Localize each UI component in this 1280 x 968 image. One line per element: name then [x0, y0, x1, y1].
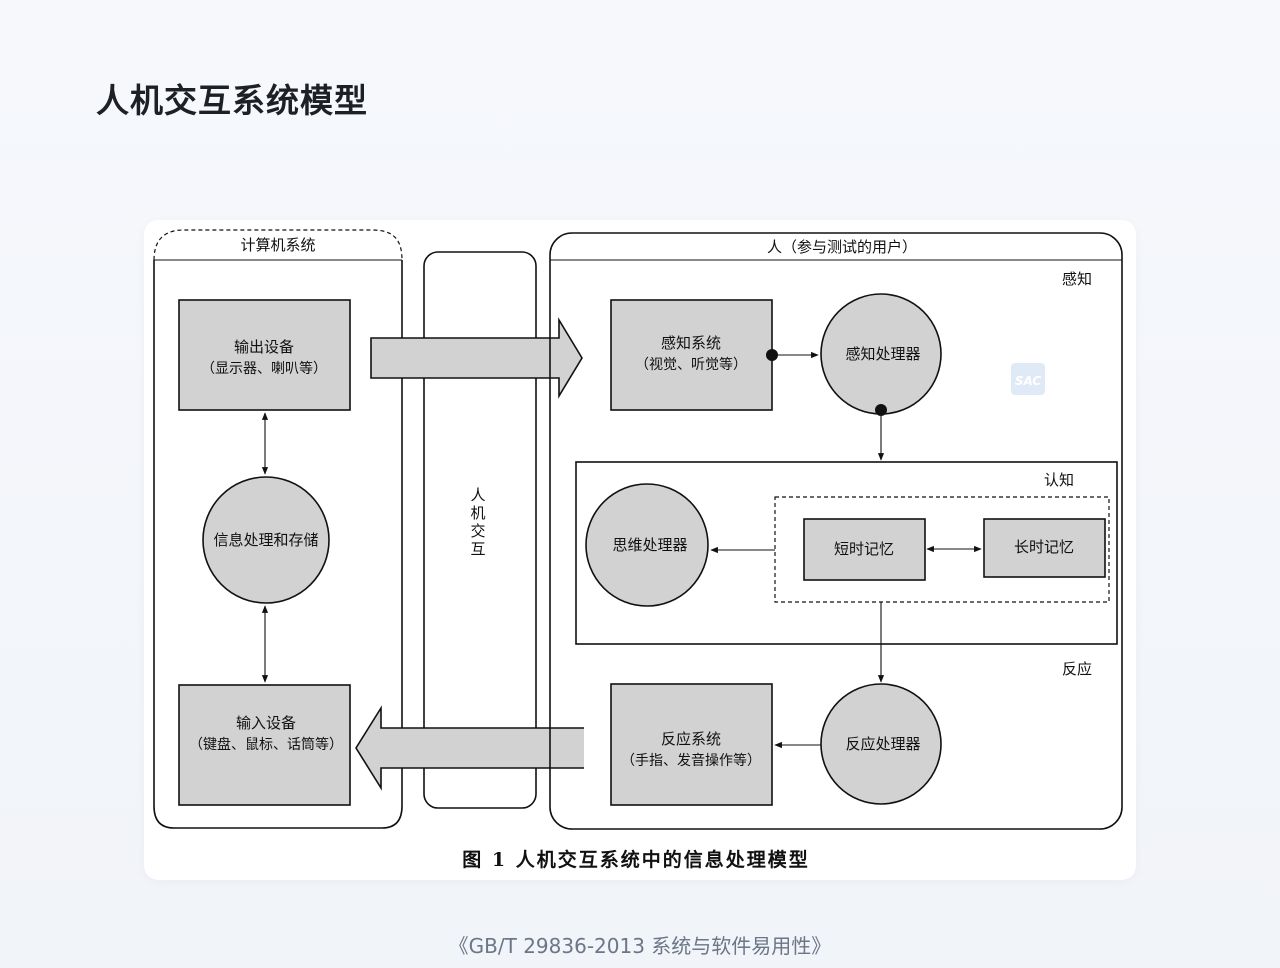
output-device-title: 输出设备 [234, 338, 294, 356]
processing-storage-circle [202, 476, 330, 604]
short-term-memory-box [803, 518, 926, 581]
memory-dashed-group [774, 496, 1110, 603]
computer-system-group: 计算机系统 输出设备 （显示器、喇叭等） 信息处理和存储 输入设备 （键盘、鼠标… [153, 229, 403, 829]
interaction-char-2: 机 [470, 504, 485, 522]
output-device-box [178, 299, 351, 411]
response-processor-label: 反应处理器 [845, 735, 920, 753]
short-term-memory-label: 短时记忆 [834, 540, 894, 558]
human-label: 人（参与测试的用户） [767, 238, 917, 256]
interaction-char-4: 互 [470, 540, 485, 558]
output-to-human-arrow [370, 317, 583, 399]
sac-watermark: SAC [1011, 363, 1045, 395]
connector-dot-2 [875, 404, 887, 416]
cognition-label: 认知 [1044, 471, 1074, 489]
interaction-char-1: 人 [470, 486, 485, 504]
page-title: 人机交互系统模型 [96, 81, 368, 120]
connector-dot-1 [766, 349, 778, 361]
input-device-box [178, 684, 351, 806]
thinking-processor-circle [585, 483, 709, 607]
human-group: 人（参与测试的用户） 感知 感知系统 （视觉、听觉等） 感知处理器 SAC 认知… [549, 232, 1123, 830]
perception-system-title: 感知系统 [661, 334, 721, 352]
computer-system-dashed-top [153, 229, 403, 261]
human-to-input-arrow [355, 705, 584, 791]
human-frame [549, 232, 1123, 830]
long-term-memory-box [983, 518, 1106, 578]
response-system-sub: （手指、发音操作等） [621, 752, 761, 769]
thinking-processor-label: 思维处理器 [612, 536, 687, 554]
perception-label: 感知 [1062, 270, 1092, 288]
sac-watermark-text: SAC [1015, 374, 1042, 388]
information-processing-diagram: 计算机系统 输出设备 （显示器、喇叭等） 信息处理和存储 输入设备 （键盘、鼠标… [153, 229, 1123, 871]
perception-system-box [610, 299, 773, 411]
sac-watermark-badge [1011, 363, 1045, 395]
response-system-title: 反应系统 [661, 730, 721, 748]
input-device-title: 输入设备 [236, 714, 296, 732]
figure-caption: 图 1 人机交互系统中的信息处理模型 [462, 848, 809, 871]
response-system-box [610, 683, 773, 806]
input-device-sub: （键盘、鼠标、话筒等） [189, 736, 343, 753]
cognition-frame [575, 461, 1118, 645]
perception-system-sub: （视觉、听觉等） [635, 356, 747, 373]
computer-system-frame [153, 260, 403, 829]
diagram-card: 计算机系统 输出设备 （显示器、喇叭等） 信息处理和存储 输入设备 （键盘、鼠标… [144, 220, 1136, 880]
response-processor-circle [820, 683, 942, 805]
long-term-memory-label: 长时记忆 [1014, 538, 1074, 556]
computer-system-label: 计算机系统 [240, 236, 315, 254]
source-note: 《GB/T 29836-2013 系统与软件易用性》 [448, 934, 832, 958]
processing-storage-label: 信息处理和存储 [213, 531, 318, 549]
response-label: 反应 [1062, 660, 1092, 678]
interaction-group: 人 机 交 互 [423, 251, 537, 809]
perception-processor-label: 感知处理器 [845, 345, 920, 363]
interaction-char-3: 交 [470, 522, 485, 540]
output-device-sub: （显示器、喇叭等） [201, 360, 327, 377]
interaction-column [423, 251, 537, 809]
